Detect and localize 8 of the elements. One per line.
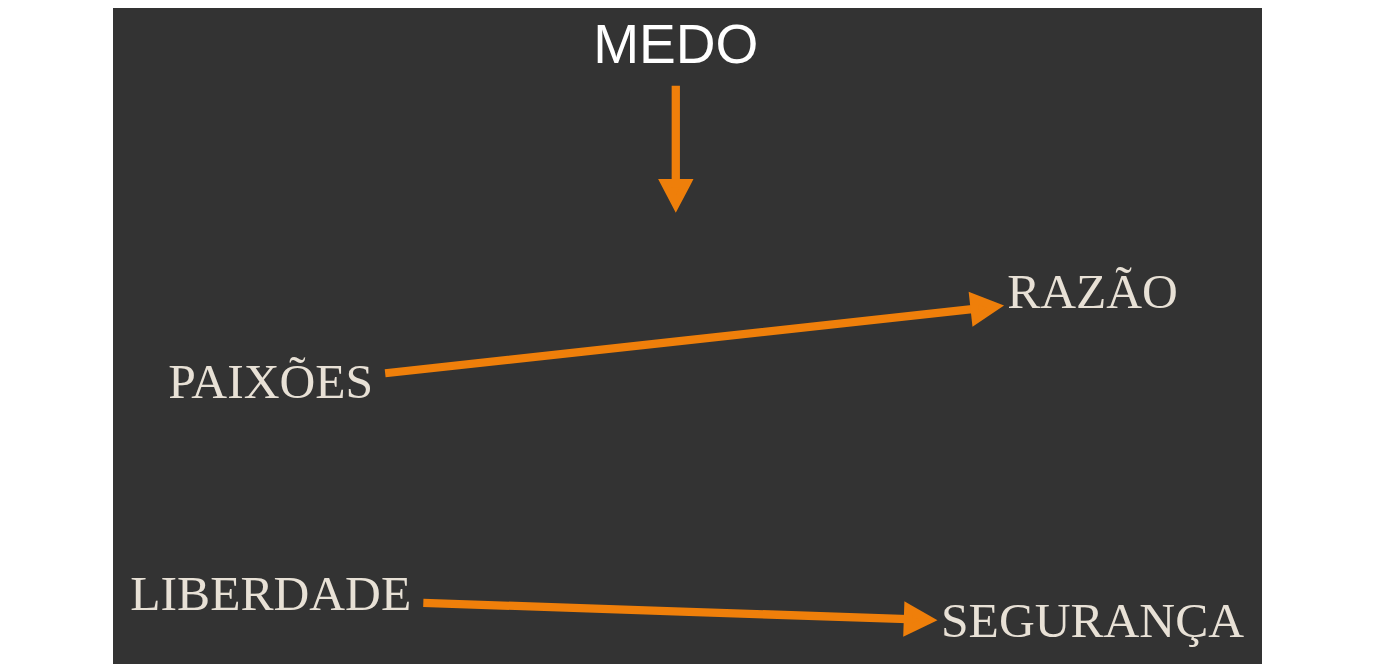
node-text: RAZÃO [1007, 264, 1178, 320]
node-text: PAIXÕES [168, 353, 374, 409]
node-text: SEGURANÇA [941, 593, 1245, 649]
node-text: MEDO [593, 13, 759, 76]
arrow [384, 291, 1005, 378]
arrow [423, 598, 938, 637]
node-text: LIBERDADE [130, 565, 412, 621]
arrow [658, 85, 694, 213]
